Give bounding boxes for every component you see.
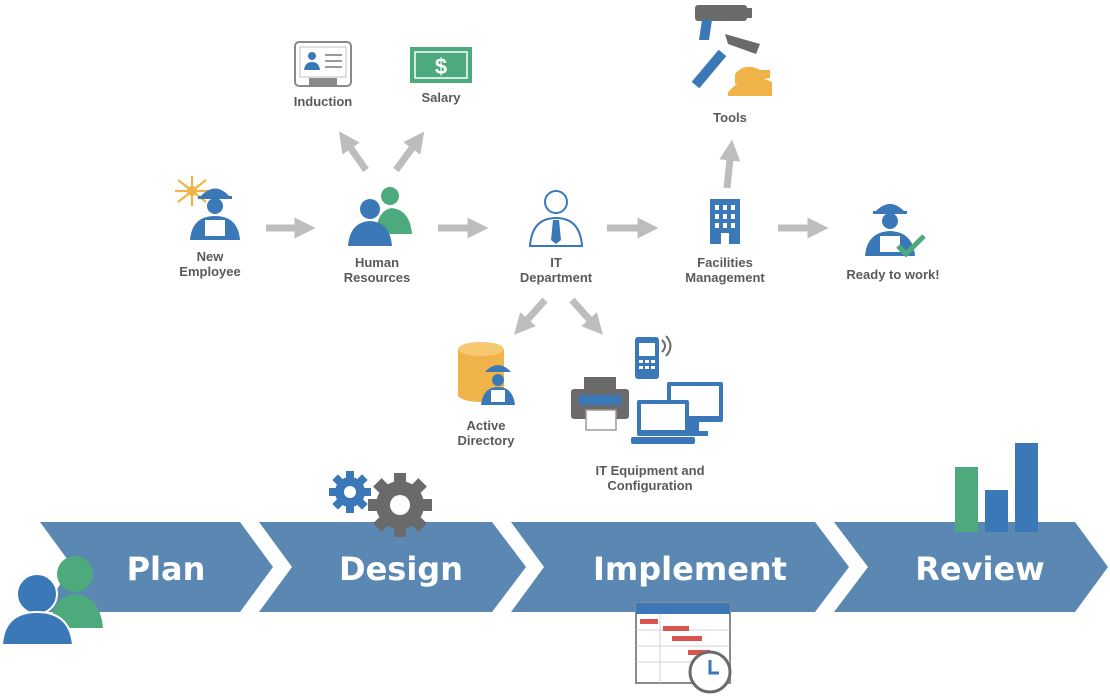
worker-ready-icon: [865, 204, 926, 258]
label-line: Active: [466, 418, 506, 433]
chevron-implement: [511, 522, 849, 612]
label-line: Induction: [293, 94, 353, 109]
label-line: IT Equipment and: [595, 463, 705, 478]
label-induction: Induction: [294, 94, 353, 109]
label-human-resources: Human Resources: [344, 255, 410, 285]
building-icon: [710, 199, 740, 244]
phase-review-label: Review: [915, 550, 1045, 588]
svg-text:$: $: [435, 54, 447, 79]
chevron-design: [259, 522, 526, 612]
label-it-equipment: IT Equipment and Configuration: [595, 463, 704, 493]
chevron-plan: [40, 522, 273, 612]
people-icon: [348, 187, 412, 246]
phase-plan-label: Plan: [126, 550, 206, 588]
label-line: Salary: [421, 90, 461, 105]
label-line: New: [196, 249, 224, 264]
label-facilities: Facilities Management: [685, 255, 764, 285]
phase-chevrons: [40, 522, 1108, 612]
label-line: Configuration: [607, 478, 693, 493]
label-line: Tools: [713, 110, 747, 125]
label-new-employee: New Employee: [179, 249, 240, 279]
devices-icon: [571, 335, 723, 444]
label-line: Ready to work!: [846, 267, 940, 282]
label-line: Employee: [179, 264, 241, 279]
label-line: Human: [354, 255, 400, 270]
team-icon: [0, 556, 103, 646]
label-line: Facilities: [697, 255, 753, 270]
label-line: Department: [519, 270, 593, 285]
chevron-review: [834, 522, 1108, 612]
database-icon: [458, 342, 515, 405]
flow-arrows: [266, 131, 829, 335]
phase-implement-label: Implement: [593, 550, 787, 588]
gears-icon: [329, 471, 432, 537]
money-icon: $: [410, 47, 472, 83]
tools-icon: [691, 5, 772, 96]
phase-design-label: Design: [339, 550, 463, 588]
label-active-directory: Active Directory: [457, 418, 514, 448]
worker-icon: [175, 176, 240, 240]
label-it-department: IT Department: [520, 255, 592, 285]
label-line: Resources: [343, 270, 411, 285]
bar-chart-icon: [955, 443, 1038, 532]
label-line: Directory: [457, 433, 515, 448]
label-line: Management: [685, 270, 765, 285]
label-ready: Ready to work!: [846, 267, 939, 282]
label-tools: Tools: [713, 110, 747, 125]
id-card-icon: [294, 41, 352, 87]
label-line: IT: [550, 255, 562, 270]
schedule-icon: [635, 602, 732, 694]
label-salary: Salary: [421, 90, 460, 105]
businessman-icon: [528, 190, 584, 247]
